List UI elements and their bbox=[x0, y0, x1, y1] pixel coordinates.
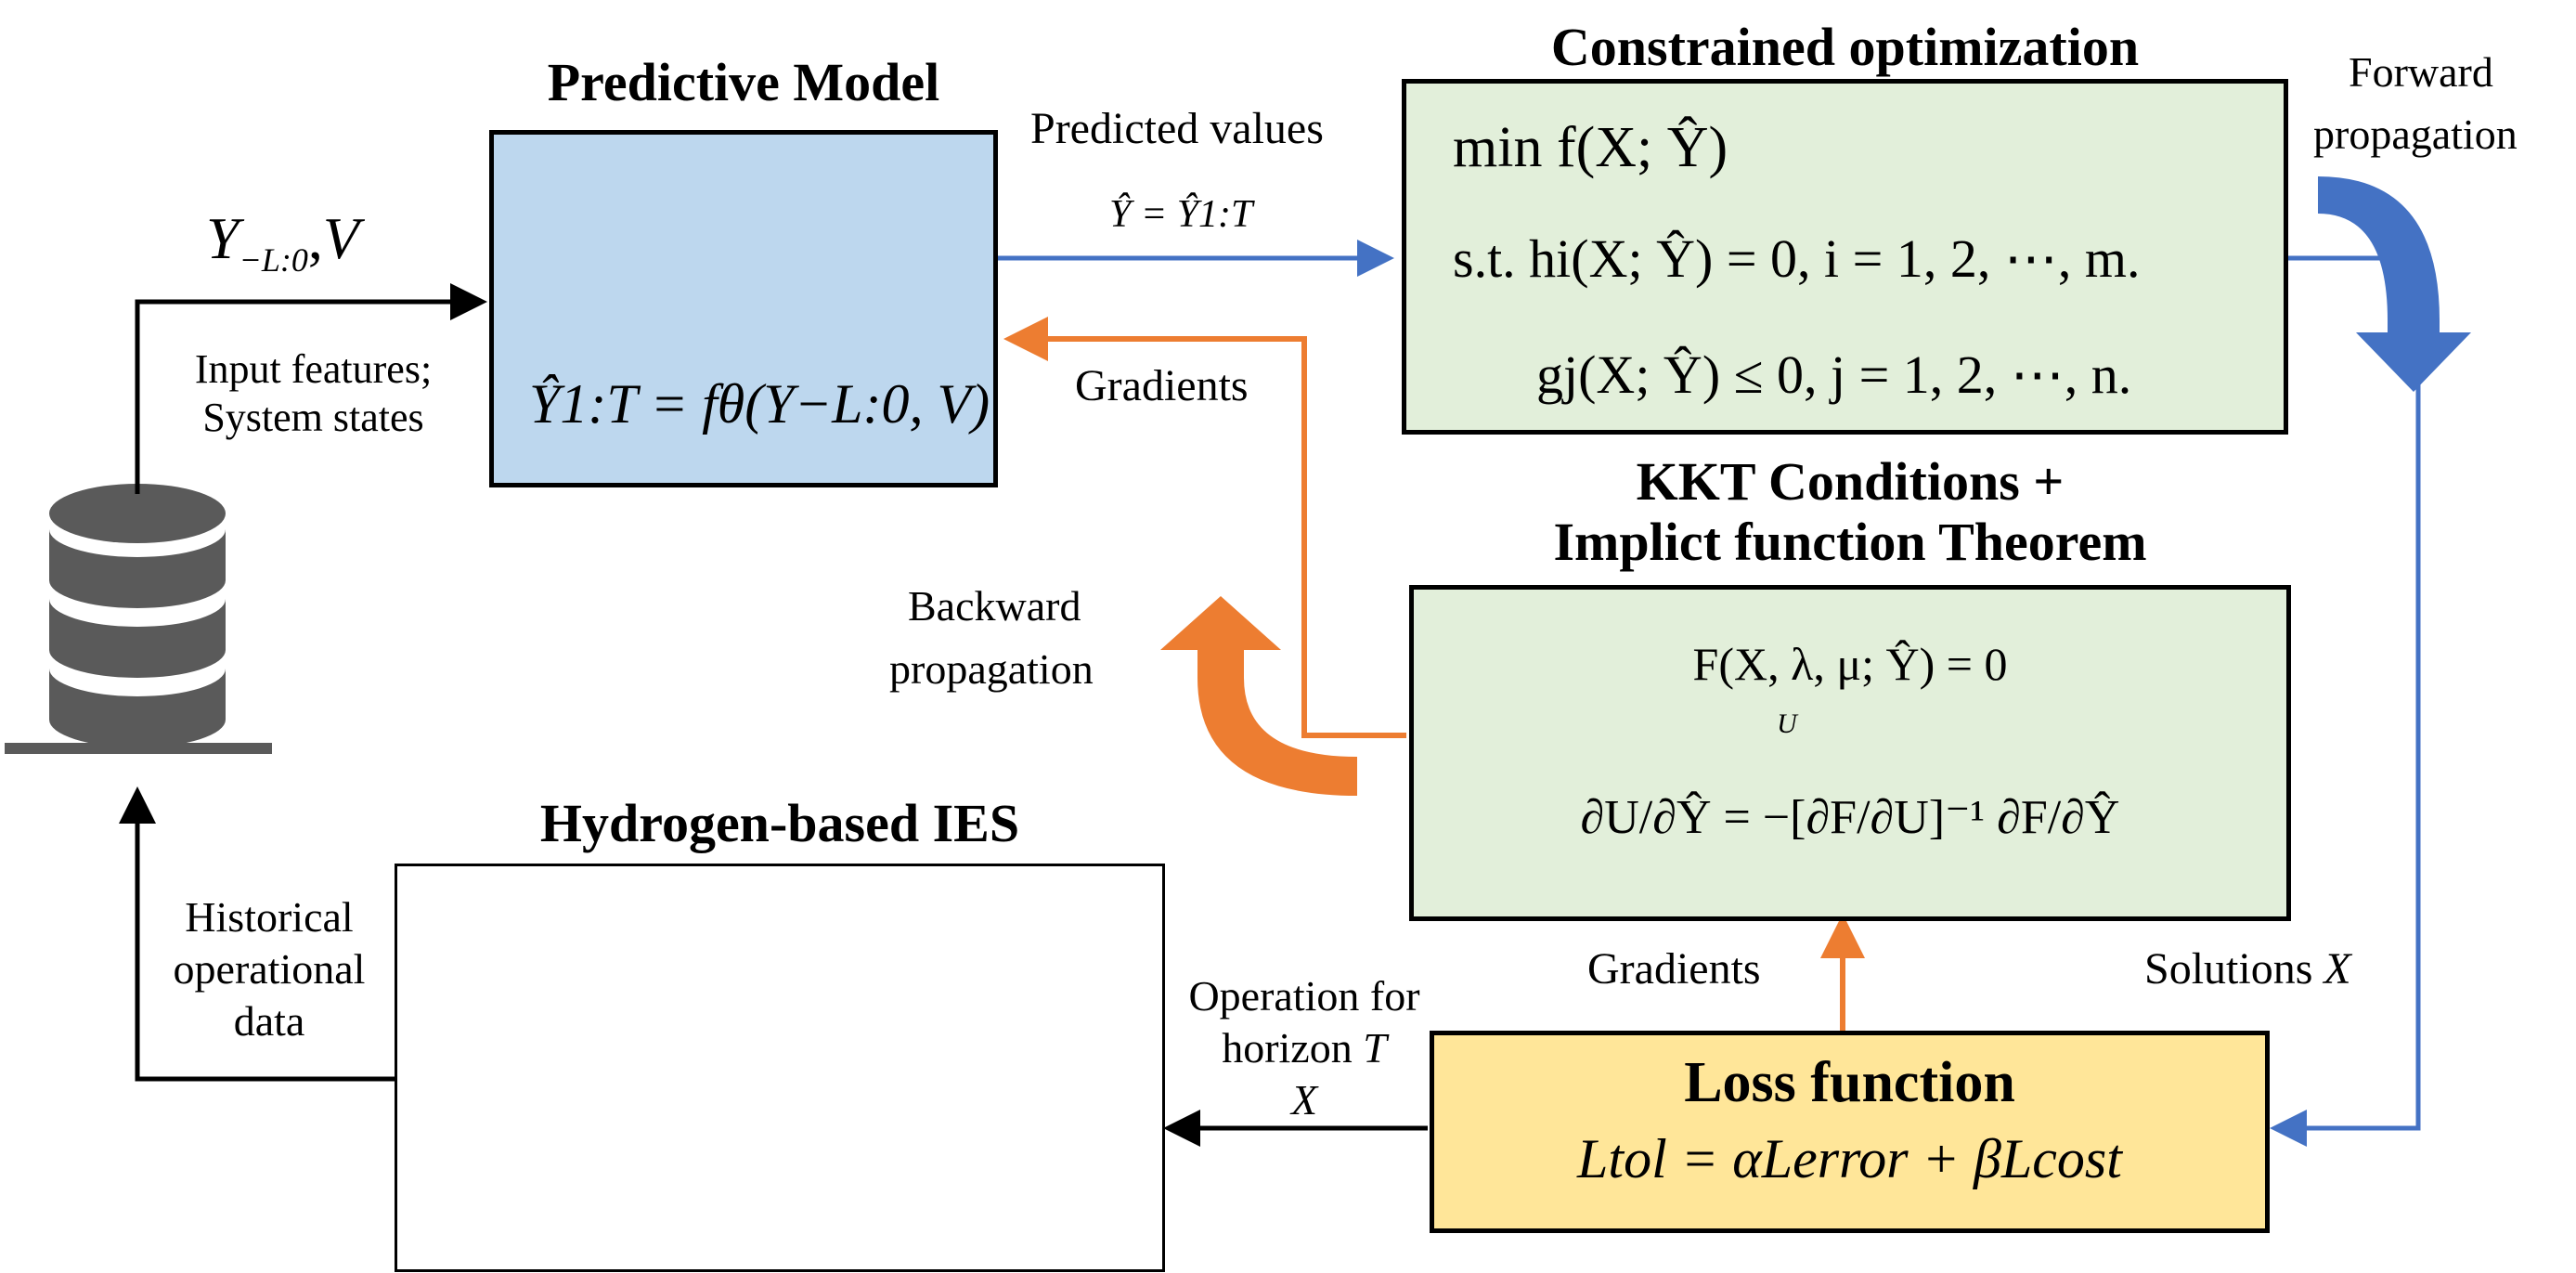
ies-title: Hydrogen-based IES bbox=[539, 793, 1020, 853]
objective-formula: min f(X; Ŷ) bbox=[1453, 116, 1728, 179]
predictive-model-box bbox=[489, 130, 998, 487]
predicted-values-formula: Ŷ = Ŷ1:T bbox=[1109, 193, 1253, 236]
forward-propagation-line1: Forward bbox=[2349, 48, 2493, 96]
kkt-title-line2: Implict function Theorem bbox=[1553, 512, 2147, 572]
input-arrow bbox=[135, 283, 487, 494]
kkt-title-line1: KKT Conditions + bbox=[1636, 451, 2065, 512]
gradients-label-upper: Gradients bbox=[1075, 361, 1249, 410]
kkt-u-underbrace-label: U bbox=[1777, 708, 1797, 739]
predictive-model-title: Predictive Model bbox=[547, 52, 940, 112]
kkt-box bbox=[1409, 585, 2291, 921]
database-icon bbox=[5, 484, 272, 754]
predictive-model-formula: Ŷ1:T = fθ(Y−L:0, V) bbox=[529, 373, 990, 435]
inequality-constraint-formula: gj(X; Ŷ) ≤ 0, j = 1, 2, ⋯, n. bbox=[1536, 344, 2132, 405]
loss-function-title: Loss function bbox=[1684, 1051, 2015, 1114]
input-variables-label: Y−L:0,V bbox=[206, 205, 359, 279]
loss-function-box bbox=[1430, 1031, 2270, 1233]
forward-propagation-arrow bbox=[2318, 176, 2471, 392]
constrained-optimization-title: Constrained optimization bbox=[1550, 17, 2140, 77]
forward-propagation-line2: propagation bbox=[2313, 110, 2518, 158]
history-arrow bbox=[119, 786, 395, 1082]
implicit-gradient-formula: ∂U/∂Ŷ = −[∂F/∂U]⁻¹ ∂F/∂Ŷ bbox=[1580, 791, 2120, 844]
input-features-label: Input features;System states bbox=[194, 346, 433, 440]
kkt-system-formula: F(X, λ, μ; Ŷ) = 0 bbox=[1692, 638, 2008, 690]
loss-function-formula: Ltol = αLerror + βLcost bbox=[1577, 1128, 2122, 1189]
solutions-label: Solutions X bbox=[2144, 944, 2351, 994]
gradients-arrow-upper bbox=[1003, 317, 1406, 738]
equality-constraint-formula: s.t. hi(X; Ŷ) = 0, i = 1, 2, ⋯, m. bbox=[1453, 228, 2141, 289]
solutions-arrow bbox=[2270, 255, 2421, 1147]
ies-box bbox=[395, 864, 1165, 1272]
backward-propagation-line1: Backward bbox=[908, 582, 1081, 630]
gradients-label-lower: Gradients bbox=[1587, 944, 1761, 994]
backward-propagation-line2: propagation bbox=[889, 645, 1094, 693]
predicted-values-label: Predicted values bbox=[1030, 104, 1324, 153]
backward-propagation-arrow bbox=[1160, 596, 1357, 796]
constrained-optimization-box bbox=[1402, 79, 2288, 435]
